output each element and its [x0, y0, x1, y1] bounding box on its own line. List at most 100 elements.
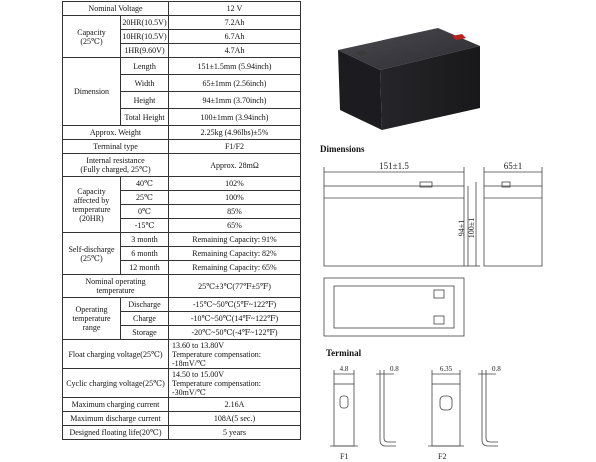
capacity-temp-label-line4: (20HR) — [79, 213, 104, 223]
battery-side-face — [380, 46, 480, 130]
battery-top-face — [338, 28, 480, 70]
operating-range-label-line1: Operating — [75, 305, 108, 314]
dimension-name: Width — [120, 74, 169, 92]
internal-resistance-label-line1: Internal resistance — [86, 156, 145, 165]
weight-value: 2.25kg (4.96lbs)±5% — [168, 125, 301, 140]
float-charging-value: 13.60 to 13.80V Temperature compensation… — [168, 339, 301, 369]
height-dimension-label: 94±1 — [457, 220, 466, 236]
dimension-label: Dimension — [62, 57, 121, 126]
length-dimension-label: 151±1.5 — [379, 161, 409, 171]
capacity-temp-label: Capacity affected by temperature (20HR) — [62, 176, 121, 233]
dimension-name: Length — [120, 57, 169, 75]
cyclic-charging-line1: 14.50 to 15.00V — [172, 369, 224, 379]
float-charging-line3: -18mV/℃ — [172, 358, 206, 368]
cyclic-charging-label: Cyclic charging voltage(25℃) — [62, 368, 169, 398]
max-discharge-current-value: 108A(5 sec.) — [168, 411, 301, 426]
nominal-operating-temp-label-line2: temperature — [96, 286, 135, 295]
battery-photo — [338, 28, 480, 130]
row-cyclic-charging: Cyclic charging voltage(25℃) 14.50 to 15… — [62, 368, 301, 398]
capacity-label-line1: Capacity — [77, 27, 106, 37]
dimension-value: 100±1mm (3.94inch) — [168, 108, 301, 126]
row-capacity: Capacity (25℃) 20HR(10.5V) 7.2Ah — [62, 15, 301, 58]
dimension-name: Height — [120, 91, 169, 109]
nominal-operating-temp-label-line1: Nominal operating — [85, 277, 146, 286]
max-charging-current-value: 2.16A — [168, 397, 301, 412]
operating-range-value: -15℃~50℃(5℉~122℉) — [168, 297, 301, 312]
internal-resistance-label: Internal resistance (Fully charged, 25℃) — [62, 153, 169, 177]
row-capacity-temp: -15℃ 65% — [63, 218, 301, 233]
float-charging-label: Float charging voltage(25℃) — [62, 339, 169, 369]
row-internal-resistance: Internal resistance (Fully charged, 25℃)… — [62, 153, 301, 177]
row-weight: Approx. Weight 2.25kg (4.96lbs)±5% — [62, 125, 301, 140]
capacity-condition: 1HR(9.60V) — [120, 43, 169, 58]
row-nominal-voltage: Nominal Voltage 12 V — [62, 1, 301, 16]
operating-range-label-line2: temperature — [72, 314, 111, 323]
operating-range-value: -20℃~50℃(-4℉~122℉) — [168, 325, 301, 340]
row-design-life: Designed floating life(20℃) 5 years — [62, 425, 301, 440]
drawings-panel: Dimensions 151±1.5 65 — [300, 0, 596, 462]
nominal-voltage-value: 12 V — [168, 1, 301, 16]
row-capacity: 1HR(9.60V) 4.7Ah — [63, 43, 301, 58]
row-self-discharge: 6 month Remaining Capacity: 82% — [63, 246, 301, 261]
terminal-type-label: Terminal type — [62, 139, 169, 154]
row-dimension: Dimension Length 151±1.5mm (5.94inch) — [62, 57, 301, 126]
self-discharge-value: Remaining Capacity: 65% — [168, 260, 301, 275]
self-discharge-period: 3 month — [120, 232, 169, 247]
self-discharge-label-line1: Self-discharge — [68, 244, 115, 254]
operating-range-mode: Storage — [120, 325, 169, 340]
capacity-temp-label-line1: Capacity — [77, 186, 106, 196]
f1-thickness-label: 0.8 — [390, 365, 399, 373]
self-discharge-label: Self-discharge (25℃) — [62, 232, 121, 275]
row-max-discharge-current: Maximum discharge current 108A(5 sec.) — [62, 411, 301, 426]
design-life-label: Designed floating life(20℃) — [62, 425, 169, 440]
dimension-value: 151±1.5mm (5.94inch) — [168, 57, 301, 75]
internal-resistance-value: Approx. 28mΩ — [168, 153, 301, 177]
operating-range-value: -10℃~50℃(14℉~122℉) — [168, 311, 301, 326]
terminal-title: Terminal — [326, 348, 362, 358]
capacity-temp-temp: 25℃ — [120, 190, 169, 205]
capacity-temp-value: 100% — [168, 190, 301, 205]
width-dimension-label: 65±1 — [504, 161, 522, 171]
self-discharge-period: 6 month — [120, 246, 169, 261]
capacity-temp-temp: -15℃ — [120, 218, 169, 233]
self-discharge-label-line2: (25℃) — [80, 253, 103, 263]
capacity-temp-temp: 0℃ — [120, 204, 169, 219]
row-float-charging: Float charging voltage(25℃) 13.60 to 13.… — [62, 339, 301, 369]
spec-table: Nominal Voltage 12 V Capacity (25℃) 20HR… — [62, 1, 301, 440]
battery-front-face — [338, 50, 382, 130]
weight-label: Approx. Weight — [62, 125, 169, 140]
internal-resistance-label-line2: (Fully charged, 25℃) — [80, 165, 151, 174]
self-discharge-value: Remaining Capacity: 82% — [168, 246, 301, 261]
nominal-operating-temp-value: 25℃±3℃(77℉±5℉) — [168, 274, 301, 298]
cyclic-charging-line2: Temperature compensation: — [172, 378, 261, 388]
total-height-dimension-label: 100±1 — [467, 218, 476, 238]
terminal-type-value: F1/F2 — [168, 139, 301, 154]
capacity-temp-label-line2: affected by — [73, 195, 110, 205]
float-charging-line2: Temperature compensation: — [172, 349, 261, 359]
dimension-value: 65±1mm (2.56inch) — [168, 74, 301, 92]
self-discharge-value: Remaining Capacity: 91% — [168, 232, 301, 247]
design-life-value: 5 years — [168, 425, 301, 440]
row-dimension: Height 94±1mm (3.70inch) — [63, 91, 301, 109]
dimension-drawing: 151±1.5 65±1 94±1 100±1 — [323, 161, 543, 337]
f1-label: F1 — [340, 452, 348, 461]
f2-width-label: 6.35 — [440, 365, 453, 373]
nominal-operating-temp-label: Nominal operating temperature — [62, 274, 169, 298]
float-charging-line1: 13.60 to 13.80V — [172, 340, 224, 350]
capacity-condition: 10HR(10.5V) — [120, 29, 169, 44]
dimension-value: 94±1mm (3.70inch) — [168, 91, 301, 109]
capacity-label-line2: (25℃) — [80, 36, 103, 46]
row-capacity-temp: 25℃ 100% — [63, 190, 301, 205]
capacity-value: 7.2Ah — [168, 15, 301, 30]
operating-range-mode: Charge — [120, 311, 169, 326]
f2-label: F2 — [438, 452, 446, 461]
terminal-drawing: 4.8 0.8 6.35 0.8 F1 F2 — [330, 365, 501, 461]
operating-range-label: Operating temperature range — [62, 297, 121, 340]
cyclic-charging-value: 14.50 to 15.00V Temperature compensation… — [168, 368, 301, 398]
operating-range-label-line3: range — [82, 323, 101, 332]
nominal-voltage-label: Nominal Voltage — [62, 1, 169, 16]
capacity-condition: 20HR(10.5V) — [120, 15, 169, 30]
capacity-value: 6.7Ah — [168, 29, 301, 44]
capacity-temp-value: 65% — [168, 218, 301, 233]
terminal-red-icon — [452, 34, 466, 40]
